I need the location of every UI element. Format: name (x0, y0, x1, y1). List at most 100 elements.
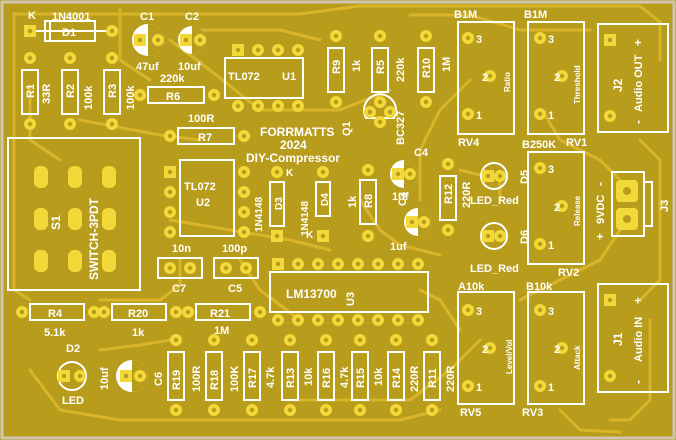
resistor-r14: R14 220R (387, 334, 421, 416)
rv2-pin2: 2 (554, 202, 560, 214)
r7-value: 100R (188, 113, 214, 125)
d4-value: 1N4148 (300, 201, 311, 236)
d2-value: LED (62, 395, 84, 407)
u2-ref: U2 (196, 197, 210, 209)
r12-ref: R12 (443, 184, 455, 204)
c6-value: 10uf (99, 367, 111, 390)
ic-u2: TL072 U2 (164, 159, 250, 238)
rv2-pin3: 3 (548, 164, 554, 176)
d5-value: LED_Red (470, 195, 519, 207)
resistor-r17: R17 4.7k (243, 334, 277, 416)
d6-value: LED_Red (470, 263, 519, 275)
u1-ref: U1 (282, 71, 296, 83)
s1-ref: S1 (49, 215, 63, 230)
rv3-pin3: 3 (548, 306, 554, 318)
rv5-pin3: 3 (476, 306, 482, 318)
transistor-q1: Q1 BC327 (341, 93, 407, 145)
r10-ref: R10 (421, 58, 433, 78)
d1-pin-label: K (28, 10, 36, 22)
d3-pin-label: K (286, 168, 294, 179)
c4-value: 1uf (392, 191, 409, 203)
d1-ref: D1 (62, 27, 76, 39)
rv4-pin3: 3 (476, 34, 482, 46)
c7-value: 10n (172, 243, 191, 255)
copper-traces (12, 4, 662, 434)
resistor-r18: R18 100K (205, 334, 241, 416)
resistor-r13: R13 10k (281, 334, 315, 416)
r8-ref: R8 (363, 194, 375, 208)
c5-ref: C5 (228, 283, 242, 295)
ic-u1: TL072 U1 (224, 44, 304, 112)
r4-value: 5.1k (44, 327, 66, 339)
r20-value: 1k (132, 327, 145, 339)
title-line1: FORRMATTS (260, 125, 334, 139)
r12-value: 220R (461, 182, 473, 208)
rv5-function: Level/Vol (505, 339, 514, 374)
resistor-r12: R12 220R (439, 158, 473, 236)
u3-ref: U3 (345, 292, 357, 306)
title-line2: 2024 (280, 138, 307, 152)
rv5-value: A10k (458, 281, 485, 293)
r20-ref: R20 (128, 308, 148, 320)
r19-value: 100R (191, 366, 203, 392)
j1-ref: J1 (611, 332, 625, 346)
c7-ref: C7 (172, 283, 186, 295)
r18-value: 100K (229, 366, 241, 392)
j3-ref: J3 (659, 200, 671, 212)
pot-rv1: 3 2 1 B1M RV1 Threshold (524, 9, 587, 149)
resistor-r8: R8 1k (347, 164, 377, 242)
j2-plus: + (631, 39, 645, 46)
r13-value: 10k (303, 367, 315, 386)
c5-value: 100p (222, 243, 247, 255)
capacitor-c6: 10uf C6 (99, 360, 165, 392)
r15-ref: R15 (355, 368, 367, 388)
rv1-value: B1M (524, 9, 547, 21)
d1-value: 1N4001 (52, 11, 91, 23)
q1-ref: Q1 (341, 121, 353, 136)
r1-value: 33R (41, 84, 53, 104)
rv1-pin1: 1 (548, 110, 554, 122)
r15-value: 10k (373, 367, 385, 386)
rv5-pin1: 1 (476, 382, 482, 394)
resistor-r4: R4 5.1k (16, 303, 100, 339)
rv4-pin2: 2 (482, 72, 488, 84)
r8-value: 1k (347, 195, 359, 208)
c3-value: 1uf (390, 241, 407, 253)
u3-value: LM13700 (286, 287, 337, 301)
rv2-value: B250K (522, 139, 556, 151)
resistor-r11: R11 220R (423, 334, 457, 416)
r19-ref: R19 (171, 370, 183, 390)
resistor-r19: R19 100R (167, 334, 203, 416)
r16-ref: R16 (321, 368, 333, 388)
rv3-value: B10k (526, 281, 553, 293)
r14-value: 220R (409, 366, 421, 392)
pot-rv5: 3 2 1 A10k RV5 Level/Vol (457, 281, 515, 419)
c1-ref: C1 (140, 11, 154, 23)
rv3-pin2: 2 (554, 344, 560, 356)
switch-s1: S1 SWITCH-3PDT (7, 137, 141, 291)
c3-ref: C3 (397, 192, 409, 206)
diode-d4: D4 1N4148 K (300, 166, 331, 242)
resistor-r3: R3 100k (103, 52, 137, 130)
r17-value: 4.7k (265, 366, 277, 388)
capacitor-c3: C3 1uf (390, 192, 432, 253)
j1-minus: - (631, 380, 645, 384)
rv4-pin1: 1 (476, 110, 482, 122)
s1-value: SWITCH-3PDT (87, 197, 101, 280)
c4-ref: C4 (414, 147, 429, 159)
r3-value: 100k (125, 85, 137, 110)
c2-ref: C2 (185, 11, 199, 23)
rv2-pin1: 1 (548, 240, 554, 252)
capacitor-c4: C4 1uf (390, 147, 429, 203)
r4-ref: R4 (48, 308, 63, 320)
rv3-pin1: 1 (548, 382, 554, 394)
j1-value: Audio IN (633, 317, 645, 362)
d3-value: 1N4148 (254, 197, 265, 232)
r2-value: 100k (83, 85, 95, 110)
capacitor-c2: C2 10uf (178, 11, 206, 73)
rv4-function: Ratio (503, 72, 512, 92)
jack-j1: J1 Audio IN + - (597, 283, 669, 393)
r2-ref: R2 (65, 84, 77, 98)
u2-value: TL072 (184, 181, 216, 193)
capacitor-c1: C1 47uf (132, 11, 164, 73)
